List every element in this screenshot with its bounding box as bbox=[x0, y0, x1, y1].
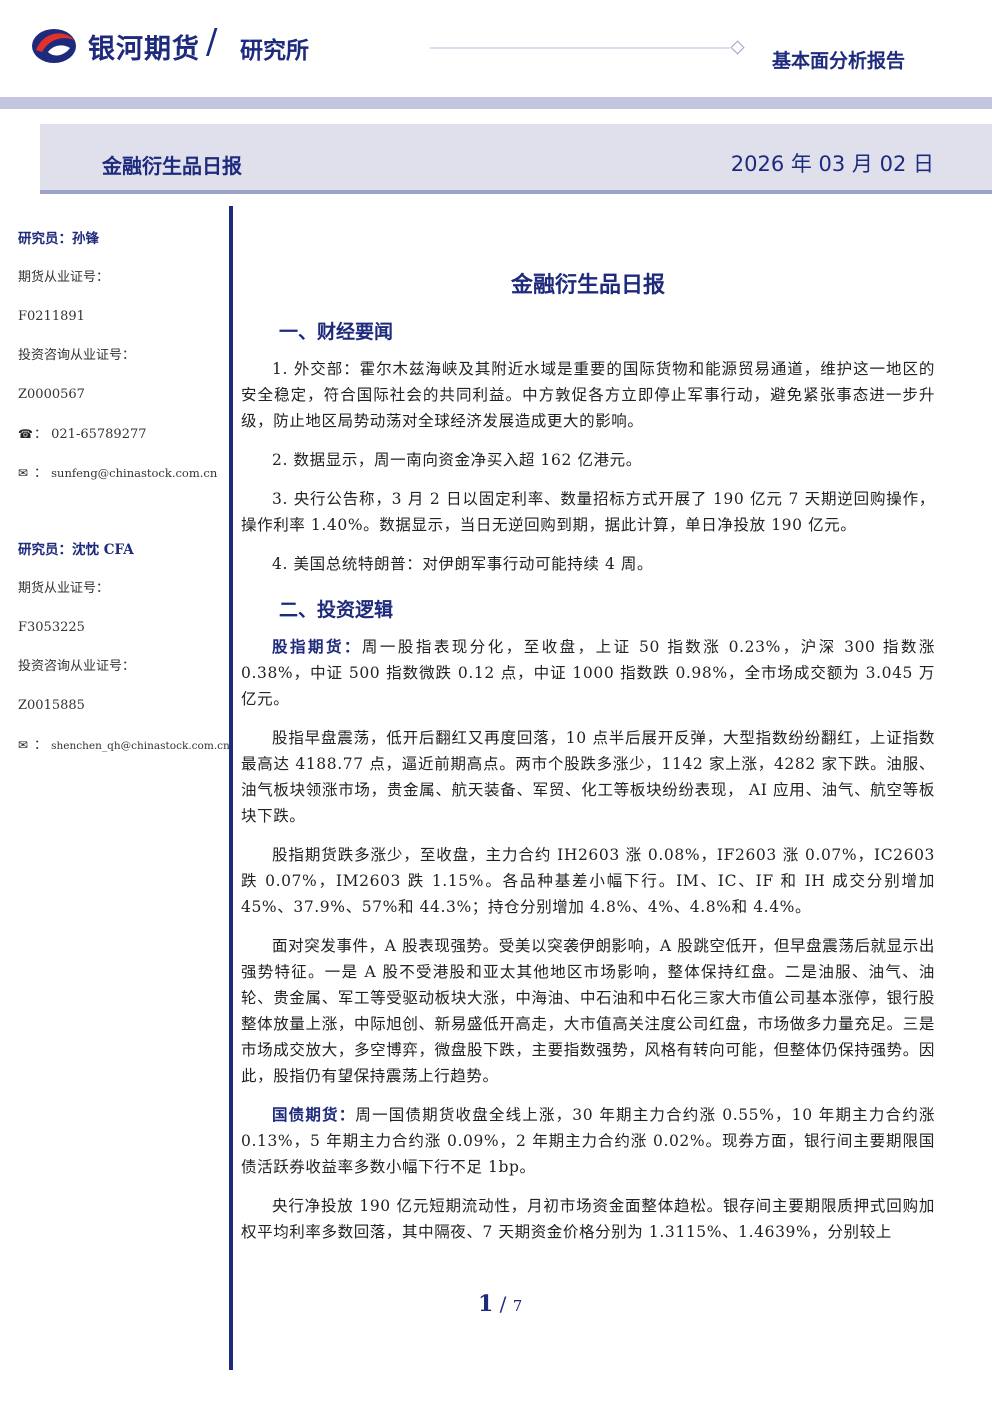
consult-cert-label: 投资咨询从业证号： bbox=[18, 348, 136, 363]
page-number: 1 / 7 bbox=[478, 1291, 522, 1317]
section-heading-logic: 二、投资逻辑 bbox=[279, 599, 394, 621]
email-address[interactable]: sunfeng@chinastock.com.cn bbox=[51, 466, 218, 480]
document-title: 金融衍生品日报 bbox=[510, 273, 665, 298]
current-page: 1 bbox=[478, 1291, 494, 1317]
paragraph-lead: 股指期货： bbox=[272, 638, 362, 656]
galaxy-logo-icon bbox=[32, 29, 76, 63]
paragraph-lead: 国债期货： bbox=[272, 1106, 356, 1124]
liquidity-paragraph: 央行净投放 190 亿元短期流动性，月初市场资金面整体趋松。银存间主要期限质押式… bbox=[241, 1197, 935, 1241]
banner-title: 金融衍生品日报 bbox=[102, 154, 242, 178]
analyst-email[interactable]: ✉： shenchen_qh@chinastock.com.cn bbox=[18, 730, 230, 769]
futures-cert-label: 期货从业证号： bbox=[18, 270, 110, 285]
news-item: 3. 央行公告称，3 月 2 日以固定利率、数量招标方式开展了 190 亿元 7… bbox=[241, 490, 935, 534]
consult-cert-number: Z0015885 bbox=[18, 698, 85, 713]
analyst-email[interactable]: ✉： sunfeng@chinastock.com.cn bbox=[18, 458, 223, 497]
decorative-line bbox=[430, 40, 745, 55]
mail-icon: ✉ bbox=[18, 466, 29, 480]
title-banner-border bbox=[40, 190, 992, 194]
section-heading-news: 一、财经要闻 bbox=[279, 321, 394, 343]
analysis-paragraph: 面对突发事件，A 股表现强势。受美以突袭伊朗影响，A 股跳空低开，但早盘震荡后就… bbox=[241, 937, 935, 1085]
analyst-phone: ☎： 021-65789277 bbox=[18, 419, 223, 458]
header-separator: / bbox=[206, 22, 218, 62]
futures-paragraph: 股指期货跌多涨少，至收盘，主力合约 IH2603 涨 0.08%，IF2603 … bbox=[241, 846, 935, 916]
report-date: 2026 年 03 月 02 日 bbox=[730, 152, 934, 176]
vertical-divider bbox=[229, 206, 233, 1370]
report-type: 基本面分析报告 bbox=[772, 50, 906, 72]
market-paragraph: 股指早盘震荡，低开后翻红又再度回落，10 点半后展开反弹，大型指数纷纷翻红，上证… bbox=[241, 729, 935, 825]
futures-cert-number: F3053225 bbox=[18, 620, 85, 635]
mail-icon: ✉ bbox=[18, 738, 29, 752]
treasury-futures-paragraph: 国债期货：周一国债期货收盘全线上涨，30 年期主力合约涨 0.55%，10 年期… bbox=[241, 1102, 935, 1180]
consult-cert-label: 投资咨询从业证号： bbox=[18, 659, 136, 674]
phone-number: 021-65789277 bbox=[51, 427, 147, 442]
futures-cert-number: F0211891 bbox=[18, 309, 85, 324]
total-pages: 7 bbox=[512, 1297, 523, 1315]
analyst-name: 研究员：孙锋 bbox=[18, 231, 99, 247]
stock-index-futures-paragraph: 股指期货：周一股指表现分化，至收盘，上证 50 指数涨 0.23%，沪深 300… bbox=[241, 634, 935, 712]
page-separator: / bbox=[499, 1292, 507, 1316]
paragraph-text: 周一股指表现分化，至收盘，上证 50 指数涨 0.23%，沪深 300 指数涨 … bbox=[241, 638, 935, 708]
company-name: 银河期货 bbox=[88, 34, 200, 65]
news-item: 4. 美国总统特朗普：对伊朗军事行动可能持续 4 周。 bbox=[272, 555, 654, 573]
futures-cert-label: 期货从业证号： bbox=[18, 581, 110, 596]
report-header: 银河期货 / 研究所 基本面分析报告 bbox=[0, 0, 992, 112]
title-banner bbox=[40, 124, 992, 192]
news-item: 2. 数据显示，周一南向资金净买入超 162 亿港元。 bbox=[272, 451, 642, 469]
analyst-name: 研究员：沈忱 CFA bbox=[18, 542, 134, 558]
report-body: 金融衍生品日报 一、财经要闻 1. 外交部：霍尔木兹海峡及其附近水域是重要的国际… bbox=[241, 260, 935, 1258]
analyst-sidebar: 研究员：孙锋 期货从业证号： F0211891 投资咨询从业证号： Z00005… bbox=[18, 224, 230, 769]
email-address[interactable]: shenchen_qh@chinastock.com.cn bbox=[51, 740, 230, 752]
consult-cert-number: Z0000567 bbox=[18, 387, 85, 402]
paragraph-text: 周一国债期货收盘全线上涨，30 年期主力合约涨 0.55%，10 年期主力合约涨… bbox=[241, 1106, 935, 1176]
institute-name: 研究所 bbox=[240, 38, 309, 64]
phone-icon: ☎ bbox=[18, 427, 33, 441]
header-band bbox=[0, 97, 992, 109]
news-item: 1. 外交部：霍尔木兹海峡及其附近水域是重要的国际货物和能源贸易通道，维护这一地… bbox=[241, 360, 935, 430]
